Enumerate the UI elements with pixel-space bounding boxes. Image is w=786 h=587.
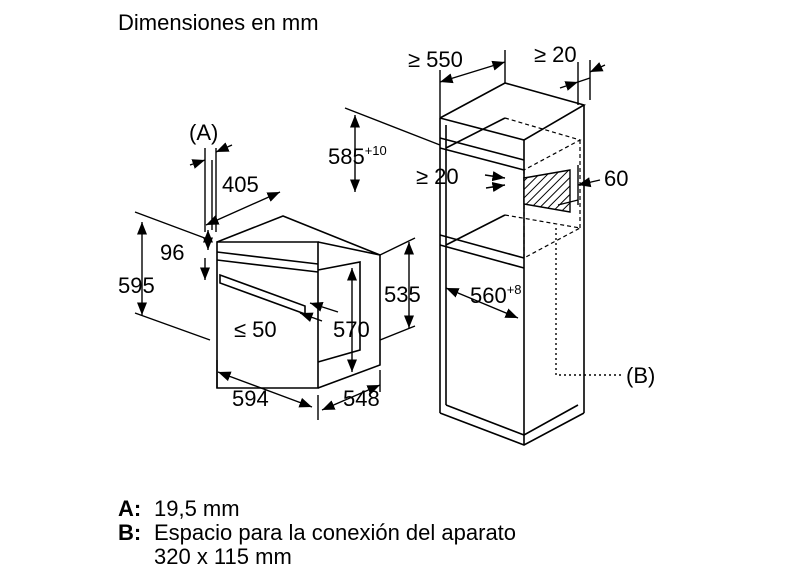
dim-405: 405 (222, 172, 259, 197)
legend-b-text: Espacio para la conexión del aparato (154, 520, 517, 545)
connection-area-hatch (523, 169, 571, 213)
cabinet-dimensions (344, 50, 606, 319)
marker-a: (A) (189, 120, 218, 145)
dim-570: 570 (333, 317, 370, 342)
legend-row-a: A: 19,5 mm (118, 497, 516, 521)
dim-560: 560+8 (470, 282, 522, 308)
legend-b-text-size: 320 x 115 mm (154, 544, 292, 569)
dim-535: 535 (384, 282, 421, 307)
legend-row-b-size: 320 x 115 mm (118, 545, 516, 569)
oven-dimensions (134, 142, 416, 420)
dim-560-tolerance: +8 (507, 282, 522, 297)
dim-min-20-mid: ≥ 20 (416, 164, 459, 189)
dim-548: 548 (343, 386, 380, 411)
dim-min-20-top: ≥ 20 (534, 42, 577, 67)
diagram-title: Dimensiones en mm (118, 10, 319, 35)
dim-585: 585+10 (328, 143, 387, 169)
dim-min-550: ≥ 550 (408, 47, 463, 72)
dim-595: 595 (118, 273, 155, 298)
oven-drawing (216, 215, 381, 389)
marker-b: (B) (626, 363, 655, 388)
dim-585-tolerance: +10 (365, 143, 387, 158)
cabinet-drawing (439, 82, 587, 446)
dim-60: 60 (604, 166, 628, 191)
legend-a-key: A: (118, 496, 142, 521)
legend: A: 19,5 mm B: Espacio para la conexión d… (118, 497, 516, 569)
marker-b-leader (555, 228, 622, 376)
legend-row-b: B: Espacio para la conexión del aparato (118, 521, 516, 545)
legend-a-text: 19,5 mm (154, 496, 240, 521)
legend-b-key: B: (118, 520, 142, 545)
dim-96: 96 (160, 240, 184, 265)
dim-594: 594 (232, 386, 269, 411)
dim-max-50: ≤ 50 (234, 317, 277, 342)
